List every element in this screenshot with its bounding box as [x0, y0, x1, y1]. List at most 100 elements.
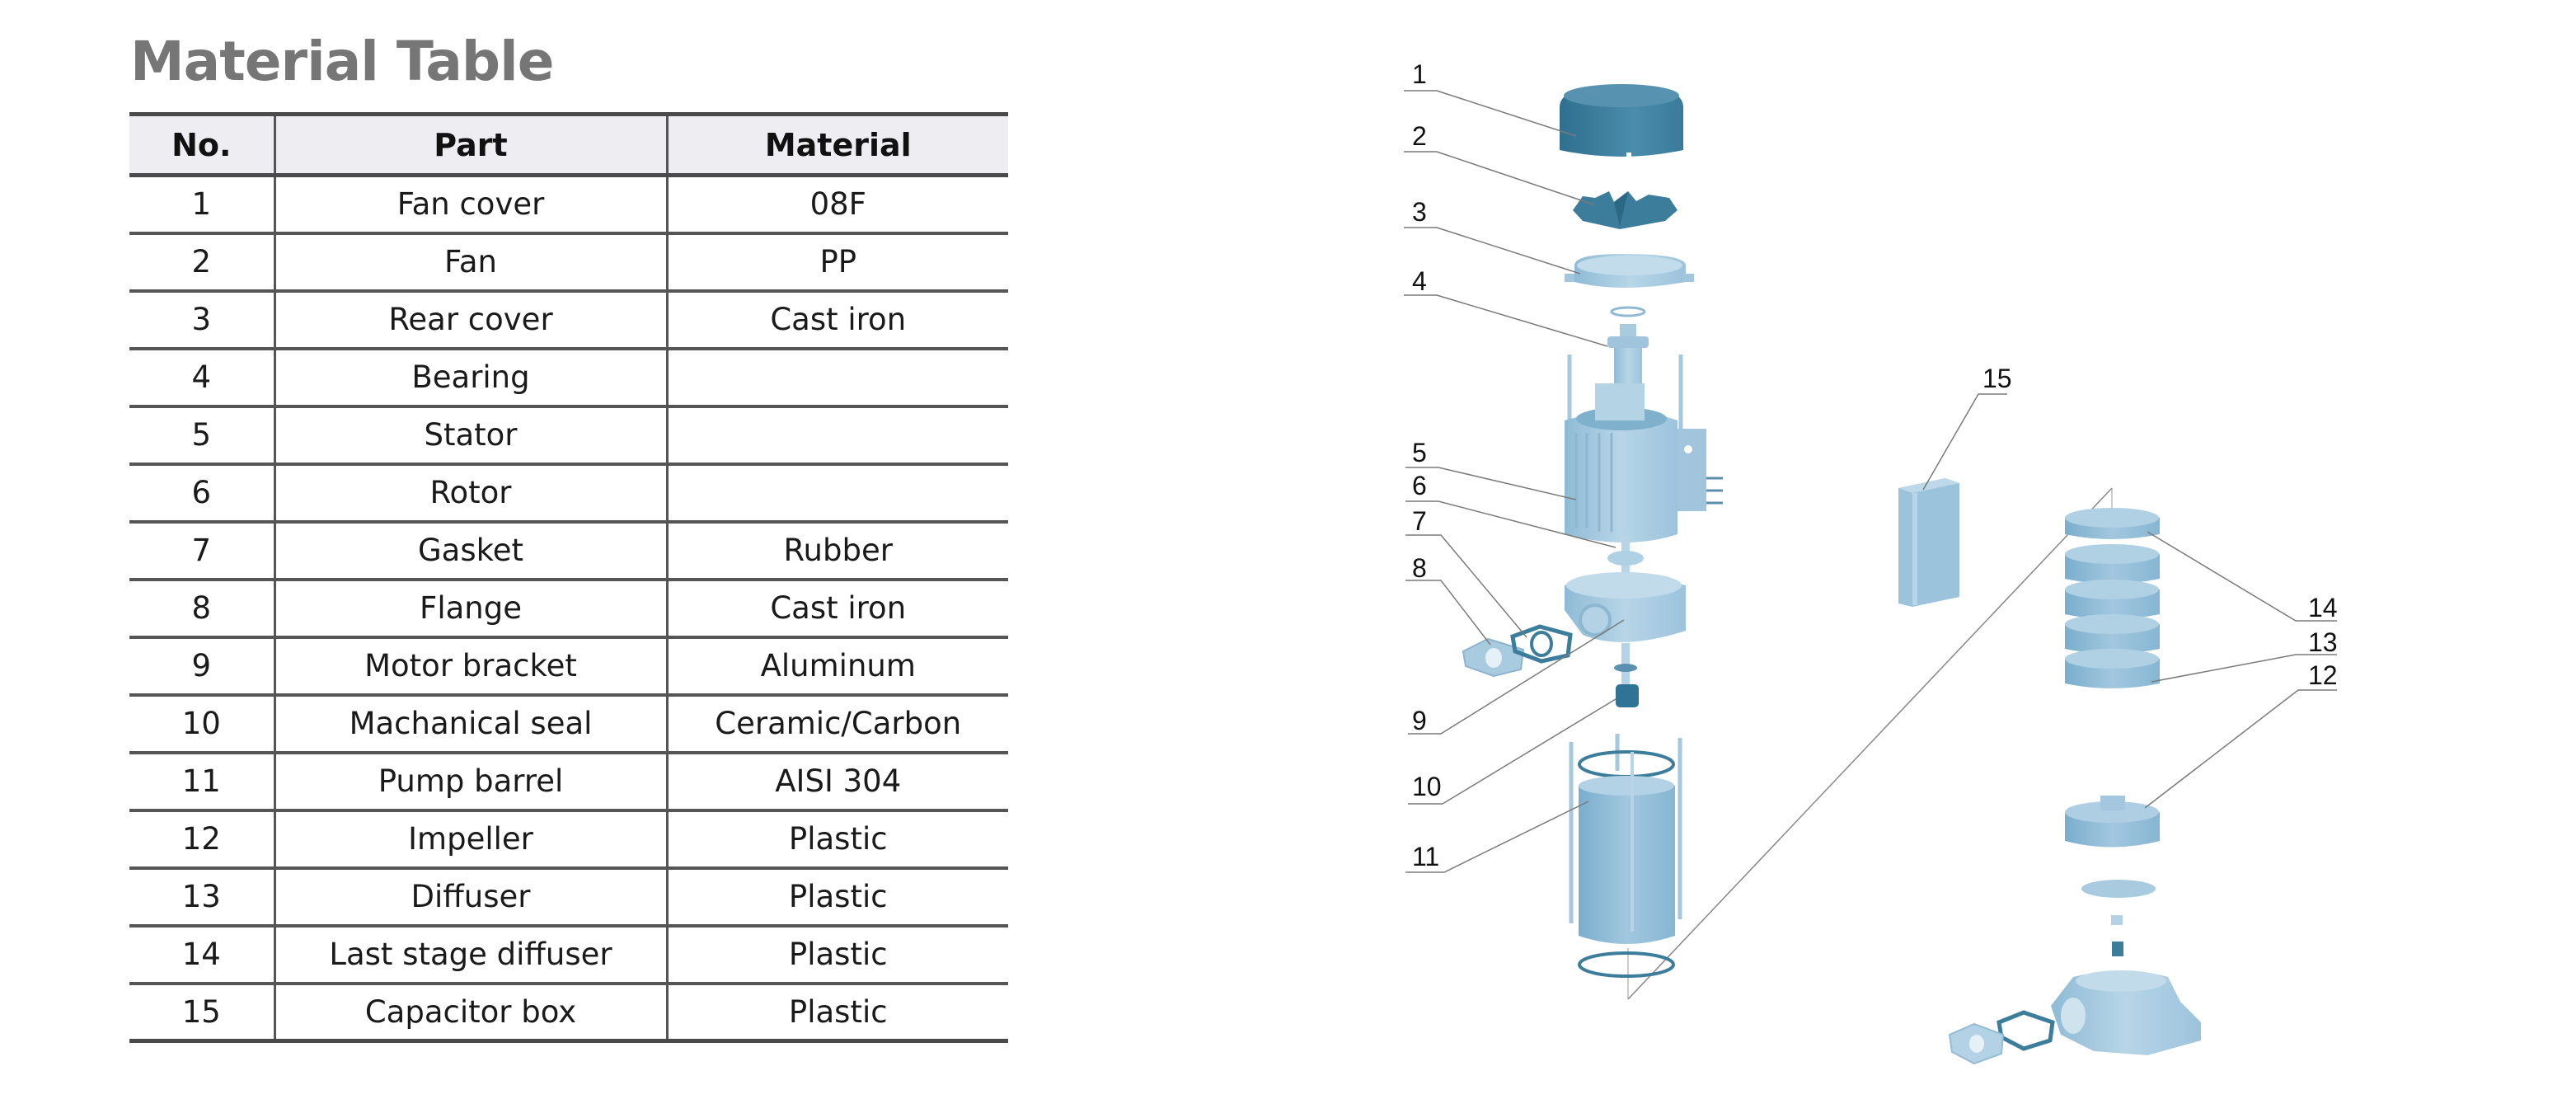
cell-material: Cast iron — [665, 290, 1008, 350]
cell-material: 08F — [665, 175, 1008, 235]
leader-line-7 — [1405, 534, 1527, 638]
callout-label-9: 9 — [1412, 706, 1427, 735]
header-part: Part — [273, 112, 667, 177]
cell-material — [665, 463, 1008, 524]
cell-part: Capacitor box — [273, 983, 667, 1043]
cell-material: Rubber — [665, 521, 1008, 581]
cell-part: Impeller — [273, 810, 667, 870]
cell-no: 8 — [129, 579, 274, 639]
cell-material: Ceramic/Carbon — [665, 694, 1008, 754]
cell-part: Bearing — [273, 348, 667, 408]
part-mechanical-seal — [1616, 684, 1639, 707]
cell-no: 9 — [129, 636, 274, 697]
cell-material — [665, 348, 1008, 408]
leader-line-12 — [2144, 689, 2337, 809]
cell-no: 1 — [129, 175, 274, 235]
part-capacitor-box — [1898, 478, 1959, 607]
part-fan-cover — [1560, 84, 1683, 157]
callout-label-14: 14 — [2308, 593, 2338, 622]
diffuser-stage — [2065, 544, 2160, 584]
cell-material: Plastic — [665, 810, 1008, 870]
callout-label-11: 11 — [1412, 842, 1439, 871]
cell-part: Rear cover — [273, 290, 667, 350]
cell-material: Cast iron — [665, 579, 1008, 639]
cell-material — [665, 406, 1008, 466]
callout-label-6: 6 — [1412, 471, 1427, 500]
cell-part: Pump barrel — [273, 752, 667, 812]
callout-label-5: 5 — [1412, 438, 1427, 467]
header-no: No. — [129, 112, 274, 177]
leader-line-3 — [1404, 227, 1581, 275]
leader-line-13 — [2151, 654, 2337, 683]
leader-line-15 — [1922, 393, 2007, 491]
callout-label-1: 1 — [1412, 59, 1427, 89]
last-stage-diffuser — [2065, 508, 2160, 539]
leader-line-6 — [1405, 500, 1616, 548]
cell-no: 10 — [129, 694, 274, 754]
cell-part: Fan — [273, 232, 667, 293]
callout-label-4: 4 — [1412, 266, 1427, 296]
leader-line-10 — [1408, 698, 1616, 805]
cell-no: 3 — [129, 290, 274, 350]
diffuser-stage — [2065, 580, 2160, 619]
leader-line-1 — [1404, 90, 1577, 137]
callout-label-10: 10 — [1412, 772, 1442, 801]
callout-label-7: 7 — [1412, 506, 1427, 536]
assembly-axis-line — [1627, 487, 2113, 1000]
callout-label-15: 15 — [1982, 364, 2012, 393]
cell-material: PP — [665, 232, 1008, 293]
leader-line-5 — [1405, 467, 1577, 500]
leader-line-4 — [1404, 294, 1608, 347]
part-wear-ring — [2081, 880, 2156, 956]
page-title: Material Table — [130, 30, 555, 93]
cell-material: AISI 304 — [665, 752, 1008, 812]
cell-no: 15 — [129, 983, 274, 1043]
cell-no: 2 — [129, 232, 274, 293]
part-fan — [1573, 191, 1677, 229]
cell-no: 7 — [129, 521, 274, 581]
cell-part: Rotor — [273, 463, 667, 524]
leader-line-14 — [2147, 531, 2337, 622]
part-rotor — [1607, 536, 1644, 589]
part-pump-barrel — [1569, 734, 1682, 978]
callout-label-12: 12 — [2308, 660, 2338, 690]
part-impeller — [2065, 796, 2160, 848]
cell-part: Gasket — [273, 521, 667, 581]
part-diffuser-stack — [2065, 508, 2160, 688]
cell-no: 13 — [129, 867, 274, 928]
cell-no: 12 — [129, 810, 274, 870]
leader-line-8 — [1405, 580, 1491, 646]
callout-label-3: 3 — [1412, 197, 1427, 227]
cell-material: Plastic — [665, 925, 1008, 985]
cell-no: 6 — [129, 463, 274, 524]
cell-part: Last stage diffuser — [273, 925, 667, 985]
cell-part: Motor bracket — [273, 636, 667, 697]
cell-no: 11 — [129, 752, 274, 812]
header-material: Material — [665, 112, 1008, 177]
cell-no: 4 — [129, 348, 274, 408]
leader-line-9 — [1408, 619, 1625, 735]
cell-part: Machanical seal — [273, 694, 667, 754]
part-motor-bracket — [1565, 572, 1686, 688]
cell-no: 14 — [129, 925, 274, 985]
callout-label-13: 13 — [2308, 627, 2338, 657]
cell-material: Plastic — [665, 867, 1008, 928]
callout-label-2: 2 — [1412, 121, 1427, 151]
table-header-row: No. Part Material — [129, 112, 1008, 177]
cell-part: Diffuser — [273, 867, 667, 928]
